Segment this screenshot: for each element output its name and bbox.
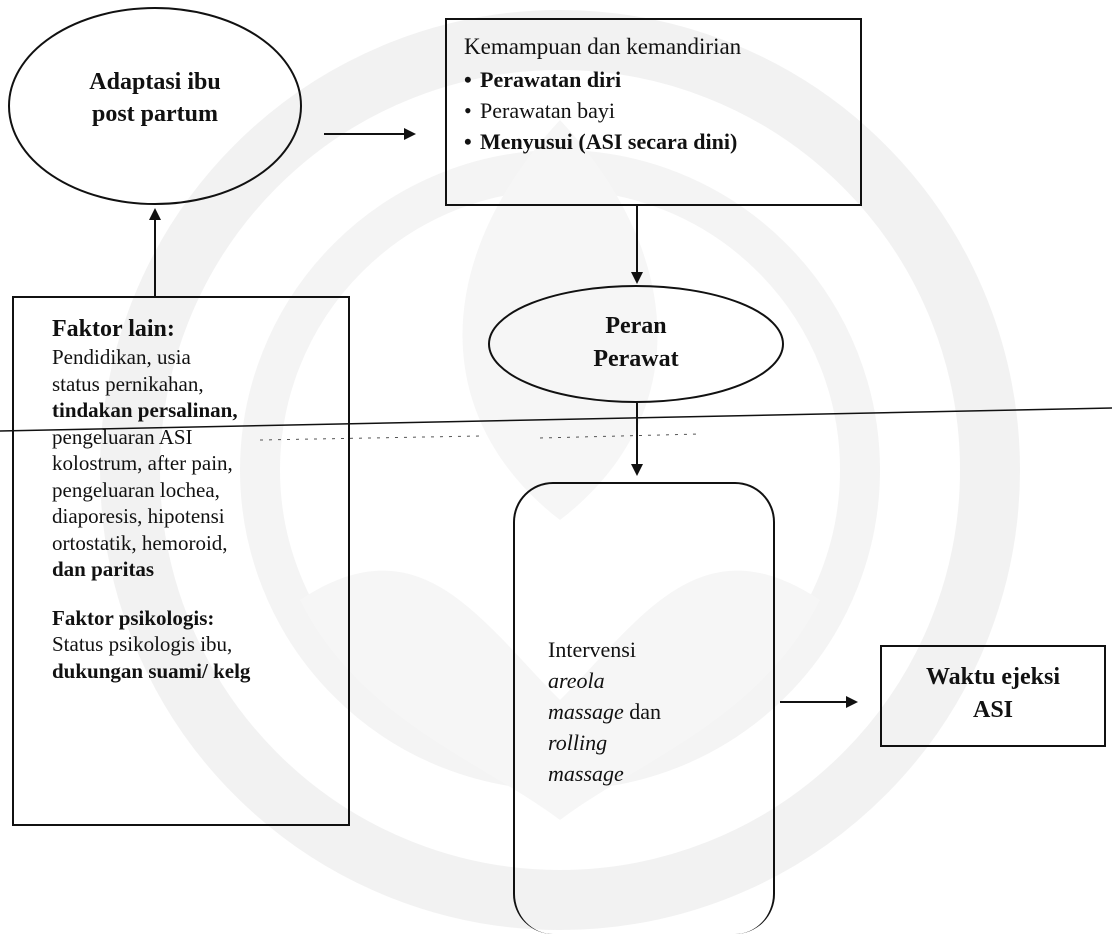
other-factors-line-6: pengeluaran lochea,	[52, 477, 220, 502]
other-factors-line-5: kolostrum, after pain,	[52, 451, 233, 475]
other-factors-heading: Faktor lain:	[52, 316, 175, 342]
nurse-role-label: Peran Perawat	[536, 310, 736, 376]
other-factors-content: Faktor lain: Pendidikan, usia status per…	[52, 314, 346, 684]
capability-item-self-care: •Perawatan diri	[464, 64, 856, 95]
intervention-line-4: rolling	[548, 730, 608, 755]
outcome-box	[880, 645, 1106, 747]
capability-content: Kemampuan dan kemandirian •Perawatan dir…	[464, 30, 856, 157]
outcome-line-2: ASI	[972, 697, 1014, 723]
intervention-box	[513, 482, 775, 934]
adaptation-node-shape	[8, 7, 302, 205]
nurse-role-node-shape	[488, 285, 784, 403]
outcome-label: Waktu ejeksi ASI	[880, 661, 1106, 727]
other-factors-line-9: dan paritas	[52, 557, 155, 581]
nurse-role-line-2: Perawat	[593, 346, 679, 372]
intervention-and: dan	[623, 699, 662, 724]
intervention-line-1: Intervensi	[548, 637, 636, 662]
psych-factors-line-2: dukungan suami/ kelg	[52, 658, 251, 683]
other-factors-line-3: tindakan persalinan,	[52, 398, 238, 422]
other-factors-line-4: pengeluaran ASI	[52, 424, 193, 449]
spacer	[52, 583, 346, 605]
capability-list: •Perawatan diri •Perawatan bayi •Menyusu…	[464, 64, 856, 157]
capability-box	[445, 18, 862, 206]
bullet-icon: •	[464, 67, 472, 92]
watermark-emblem	[100, 10, 1020, 930]
other-factors-line-8: ortostatik, hemoroid,	[52, 530, 228, 555]
capability-item-breastfeeding: •Menyusui (ASI secara dini)	[464, 126, 856, 157]
bullet-icon: •	[464, 98, 472, 123]
intervention-line-3: massage dan	[548, 696, 758, 727]
other-factors-line-7: diaporesis, hipotensi	[52, 504, 225, 528]
psych-factors-heading: Faktor psikologis:	[52, 605, 215, 630]
psych-factors-line-1: Status psikologis ibu,	[52, 632, 233, 656]
other-factors-line-2: status pernikahan,	[52, 371, 204, 396]
adaptation-node-label: Adaptasi ibu post partum	[40, 66, 270, 130]
adaptation-line-2: post partum	[91, 101, 218, 127]
other-factors-line-1: Pendidikan, usia	[52, 345, 191, 369]
other-factors-box	[12, 296, 350, 826]
nurse-role-line-1: Peran	[605, 313, 667, 339]
intervention-line-2: areola	[548, 668, 605, 693]
outcome-line-1: Waktu ejeksi	[925, 664, 1060, 690]
capability-title: Kemampuan dan kemandirian	[464, 34, 742, 59]
separator-dash	[259, 435, 481, 441]
bullet-icon: •	[464, 129, 472, 154]
intervention-content: Intervensi areola massage dan rolling ma…	[548, 634, 758, 789]
intervention-line-5: massage	[548, 761, 624, 786]
adaptation-line-1: Adaptasi ibu	[89, 69, 221, 95]
intervention-massage-1: massage	[548, 699, 624, 724]
capability-item-baby-care: •Perawatan bayi	[464, 95, 856, 126]
separator-line	[0, 407, 1112, 432]
